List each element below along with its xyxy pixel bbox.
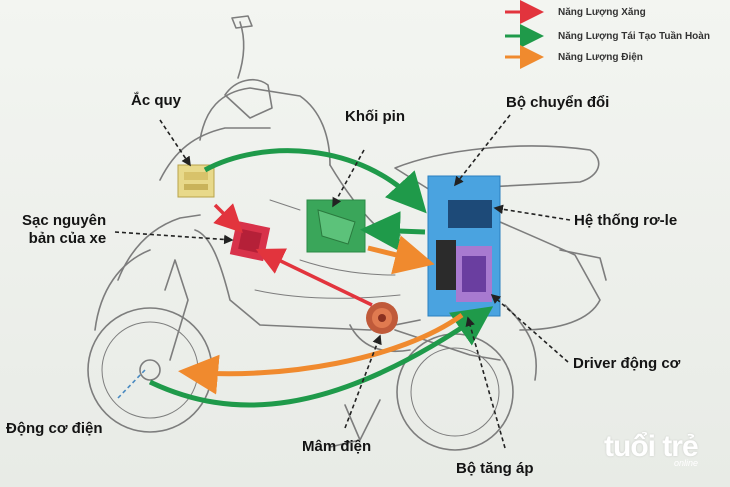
front-fender-outer <box>94 249 151 331</box>
petrol-arrow-2 <box>255 248 373 307</box>
rear-wheel <box>396 333 514 451</box>
converter-box <box>427 175 501 317</box>
leader-khoi-pin <box>332 149 365 208</box>
electric-arrow-to-converter <box>367 235 435 275</box>
regen-flows <box>148 148 494 408</box>
legend-label-regen: Năng Lượng Tái Tạo Tuần Hoàn <box>558 30 710 42</box>
regen-arrow-bottom <box>148 306 494 408</box>
mirror-stem <box>237 21 245 79</box>
front-fender <box>117 214 201 281</box>
leader-tang-ap <box>465 316 506 449</box>
leader-driver <box>490 293 569 363</box>
label-bo-chuyen-doi: Bộ chuyển đổi <box>506 94 610 111</box>
mirror <box>231 15 253 29</box>
regen-arrow-to-battery <box>360 211 426 252</box>
front-cowl <box>199 87 331 166</box>
label-mam-dien: Mâm điện <box>302 438 372 455</box>
handlebar <box>224 79 273 119</box>
front-panel <box>159 127 271 181</box>
leader-ro-le <box>493 204 571 221</box>
watermark-logo: tuổi trẻ <box>604 430 699 463</box>
label-dong-co-dien: Động cơ điện <box>6 420 103 437</box>
scooter-outline <box>87 15 607 451</box>
label-bo-tang-ap: Bộ tăng áp <box>456 460 534 477</box>
leader-lines <box>114 114 571 449</box>
kickstand-brace <box>344 404 361 441</box>
front-fork <box>164 259 189 361</box>
leader-bo-chuyen-doi <box>454 114 511 187</box>
front-rim <box>101 321 199 419</box>
electric-arrow-bottom <box>178 312 464 395</box>
petrol-flows <box>213 203 373 307</box>
front-hub <box>139 359 161 381</box>
legend-item-regen: Năng Lượng Tái Tạo Tuần Hoàn <box>550 28 710 44</box>
hub-motor <box>366 302 398 334</box>
leader-acquy <box>159 119 191 167</box>
taillight <box>559 249 607 281</box>
legend-item-electric: Năng Lượng Điện <box>550 49 643 65</box>
engine-bottom <box>349 324 411 352</box>
label-sac-line1: Sạc nguyên <box>22 212 107 229</box>
label-ac-quy: Ắc quy <box>131 92 182 109</box>
battery-pack <box>306 199 366 253</box>
leader-mam-dien <box>344 334 382 429</box>
legend-label-petrol: Năng Lượng Xăng <box>558 6 646 18</box>
seat <box>394 145 600 191</box>
rear-rim <box>410 347 500 437</box>
legend-item-petrol: Năng Lượng Xăng <box>550 4 646 20</box>
legend-arrows <box>505 0 544 69</box>
label-sac-line2: bản của xe <box>28 230 107 247</box>
acquy-box <box>177 164 215 198</box>
label-driver-dong-co: Driver động cơ <box>573 355 681 372</box>
petrol-arrow-1 <box>213 203 243 233</box>
leader-sac <box>114 231 234 245</box>
label-he-thong-ro-le: Hệ thống rơ-le <box>574 212 678 229</box>
label-khoi-pin: Khối pin <box>345 108 405 125</box>
legend-label-electric: Năng Lượng Điện <box>558 51 643 63</box>
rear-fender <box>504 304 537 381</box>
regen-arrow-top <box>203 148 427 214</box>
watermark-sub: online <box>674 458 699 468</box>
floorboard <box>194 229 421 331</box>
electric-flows <box>178 235 464 395</box>
label-sac-nguyen-ban: Sạc nguyên bản của xe <box>22 212 106 248</box>
